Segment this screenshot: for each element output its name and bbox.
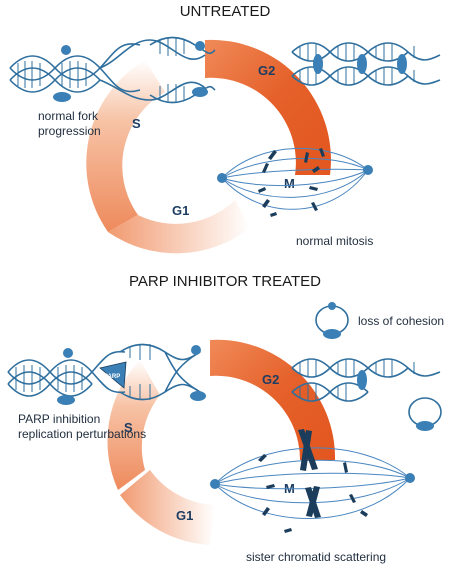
untreated-mitotic-spindle bbox=[217, 148, 373, 217]
untreated-title: UNTREATED bbox=[180, 3, 271, 20]
treated-chromosomes bbox=[258, 429, 368, 533]
treated-cell-cycle-ring: S G1 G2 M bbox=[107, 339, 336, 545]
treated-mitotic-spindle bbox=[210, 429, 415, 533]
g1-phase-label: G1 bbox=[172, 203, 189, 218]
untreated-cohesin-complexes bbox=[53, 41, 208, 102]
treated-fork-proteins bbox=[57, 345, 206, 405]
parp-trapped-protein: PARP bbox=[99, 361, 127, 389]
untreated-panel: UNTREATED S G1 G2 M bbox=[9, 3, 441, 254]
fork-note-line2: progression bbox=[38, 124, 101, 138]
treated-g1-phase-arc bbox=[120, 470, 215, 545]
treated-panel: PARP INHIBITOR TREATED S G1 G2 M bbox=[7, 273, 444, 564]
parp-note-line1: PARP inhibition bbox=[18, 412, 100, 426]
s-phase-arc bbox=[86, 60, 165, 232]
treated-g2-phase-label: G2 bbox=[262, 372, 279, 387]
g2-phase-arc bbox=[205, 39, 331, 176]
untreated-replication-fork bbox=[9, 36, 216, 104]
treated-replication-fork bbox=[7, 343, 201, 401]
untreated-chromosomes bbox=[258, 148, 325, 217]
s-phase-label: S bbox=[132, 116, 141, 131]
treated-title: PARP INHIBITOR TREATED bbox=[129, 273, 321, 290]
untreated-cohesin-rings bbox=[313, 54, 407, 74]
fork-note-line1: normal fork bbox=[38, 109, 99, 123]
scattering-note: sister chromatid scattering bbox=[246, 550, 386, 564]
parp-tag-label: PARP bbox=[104, 374, 120, 380]
treated-g1-phase-label: G1 bbox=[176, 508, 193, 523]
g2-phase-label: G2 bbox=[258, 63, 275, 78]
g1-phase-arc bbox=[108, 200, 250, 254]
mitosis-note: normal mitosis bbox=[296, 234, 373, 248]
cohesion-note: loss of cohesion bbox=[358, 314, 444, 328]
m-phase-label: M bbox=[284, 176, 295, 191]
untreated-sister-chromatids bbox=[291, 42, 441, 86]
detached-cohesin-rings bbox=[323, 302, 434, 431]
untreated-cell-cycle-ring: S G1 G2 M bbox=[86, 39, 331, 254]
parp-note-line2: replication perturbations bbox=[18, 427, 146, 441]
treated-s-phase-label: S bbox=[124, 420, 133, 435]
